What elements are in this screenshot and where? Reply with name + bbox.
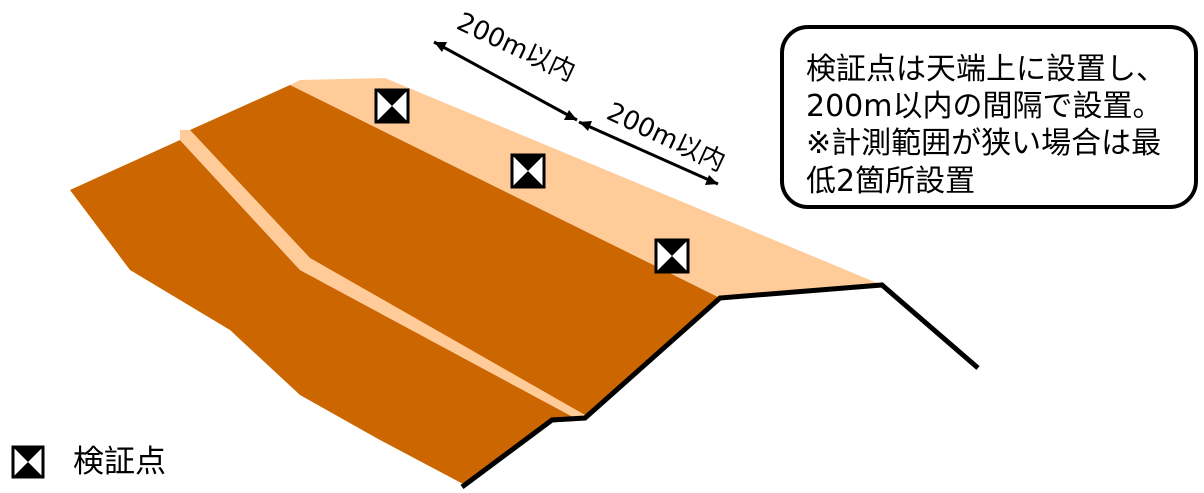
upper-slope [190, 85, 720, 415]
verification-point-marker [374, 88, 410, 124]
callout-line: 検証点は天端上に設置し、 [806, 52, 1166, 87]
dimension-label-lower: 200m以内 [602, 97, 730, 178]
callout-line: 低2箇所設置 [806, 163, 976, 199]
dimension-label-upper: 200m以内 [452, 7, 580, 88]
verification-point-marker [654, 238, 690, 274]
lower-slope [70, 140, 575, 485]
profile-outline [460, 282, 980, 490]
callout-line: 200m以内の間隔で設置。 [806, 89, 1163, 125]
verification-point-marker [510, 153, 546, 189]
dimension-arrow-upper [433, 40, 578, 122]
crest-surface [290, 78, 882, 298]
hourglass-marker-icon [11, 445, 45, 479]
dimension-arrow-lower [578, 120, 719, 186]
legend-label: 検証点 [73, 443, 166, 480]
callout-note: 検証点は天端上に設置し、 200m以内の間隔で設置。 ※計測範囲が狭い場合は最 … [780, 25, 1198, 209]
legend: 検証点 [11, 442, 166, 482]
callout-line: ※計測範囲が狭い場合は最 [806, 126, 1162, 162]
